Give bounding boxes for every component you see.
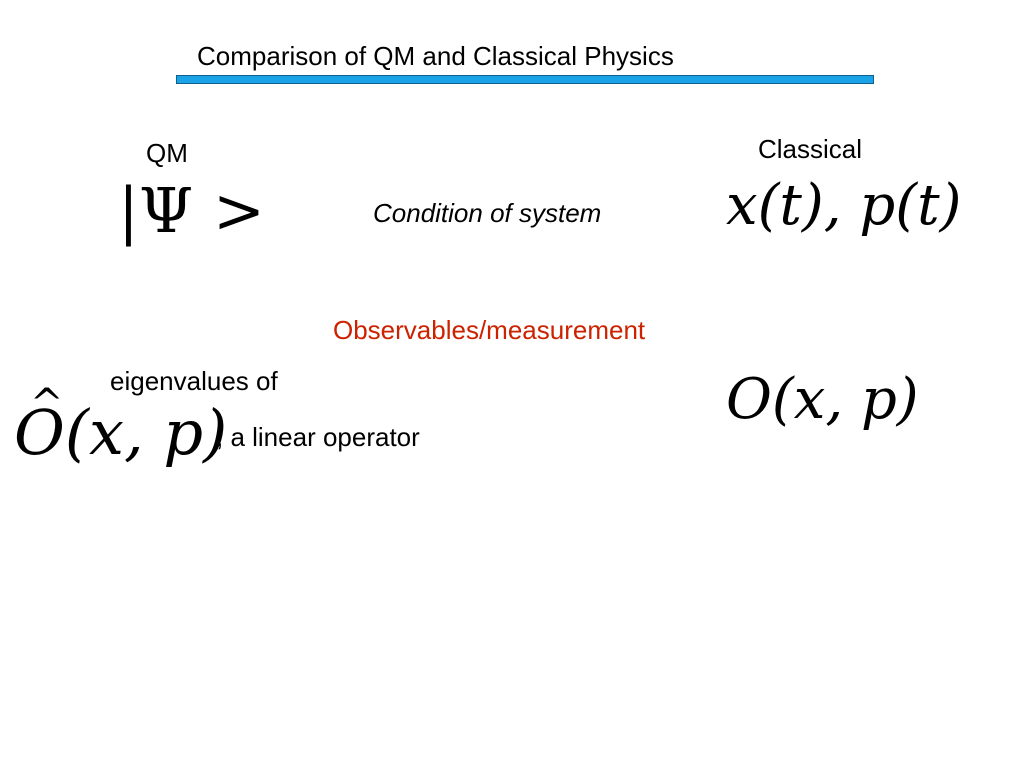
hat-accent: ^ xyxy=(30,381,64,427)
ket-bar: | xyxy=(118,174,139,247)
linear-operator-label: , a linear operator xyxy=(216,422,420,452)
operator-args: (x, p) xyxy=(64,396,228,469)
classical-observable-expression: O(x, p) xyxy=(726,367,919,432)
observables-measurement-label: Observables/measurement xyxy=(333,315,646,345)
qm-state-ket: |Ψ > xyxy=(118,180,265,242)
eigenvalues-of-label: eigenvalues of xyxy=(110,366,278,396)
classical-column-heading: Classical xyxy=(758,134,863,164)
ket-angle: > xyxy=(193,174,265,247)
psi-symbol: Ψ xyxy=(138,174,194,247)
title-underline-bar xyxy=(176,75,874,84)
classical-state-expression: x(t), p(t) xyxy=(726,173,962,238)
slide-title: Comparison of QM and Classical Physics xyxy=(197,41,674,71)
qm-column-heading: QM xyxy=(146,138,188,168)
qm-operator-expression: ^O(x, p) xyxy=(14,384,227,464)
operator-o-hat: ^O xyxy=(14,384,65,464)
operator-letter: O xyxy=(14,396,65,469)
condition-of-system-label: Condition of system xyxy=(373,198,602,228)
